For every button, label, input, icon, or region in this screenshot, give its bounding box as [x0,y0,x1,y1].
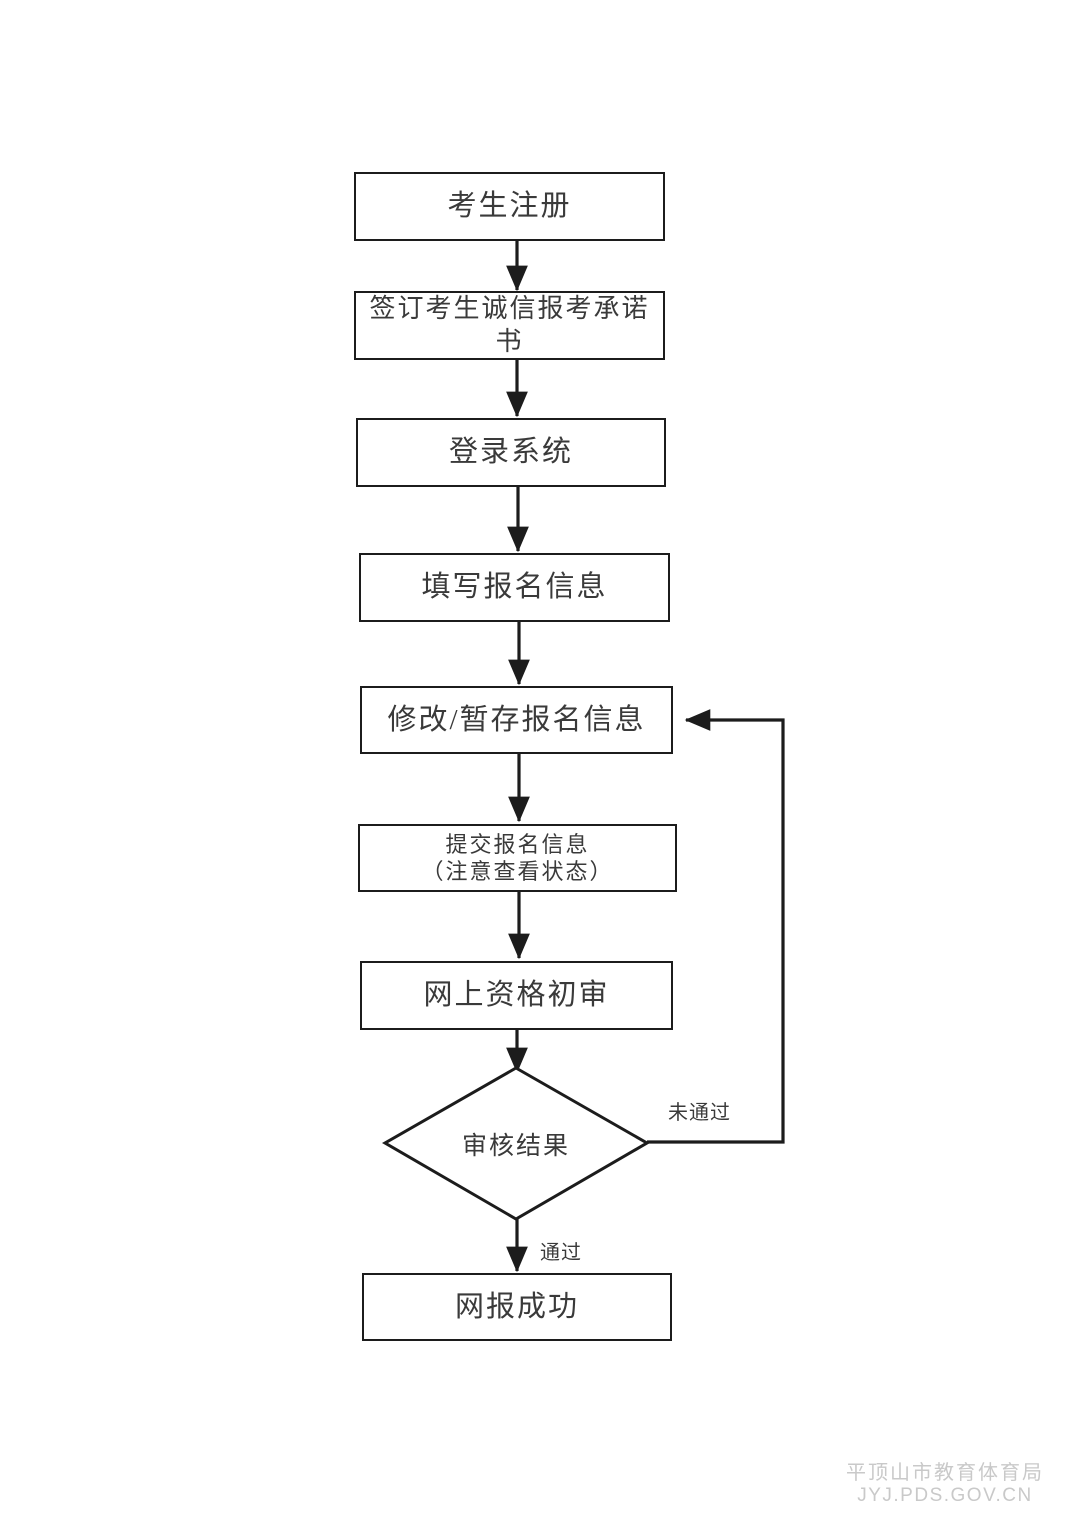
node-login-label: 登录系统 [448,436,573,469]
node-fill-info-label: 填写报名信息 [421,571,608,604]
node-commitment[interactable]: 签订考生诚信报考承诺书 [354,291,665,360]
watermark-organization: 平顶山市教育体育局 [846,1462,1044,1484]
node-review-result[interactable]: 审核结果 [385,1068,647,1220]
node-online-review-label: 网上资格初审 [423,979,610,1012]
node-fill-info[interactable]: 填写报名信息 [359,553,670,622]
node-online-review[interactable]: 网上资格初审 [360,961,673,1030]
node-edit-save-info-label: 修改/暂存报名信息 [387,703,646,736]
node-edit-save-info[interactable]: 修改/暂存报名信息 [360,686,673,754]
node-registration-label: 考生注册 [447,190,572,223]
watermark: 平顶山市教育体育局 JYJ.PDS.GOV.CN [820,1462,1070,1507]
node-review-result-label: 审核结果 [461,1133,570,1160]
edge-result-not-passed-to-edit-save [647,709,785,1144]
decision-diamond-shape [381,1066,651,1221]
watermark-url: JYJ.PDS.GOV.CN [857,1485,1033,1506]
edge-label-passed: 通过 [540,1242,582,1264]
node-commitment-label: 签订考生诚信报考承诺书 [369,294,650,356]
node-login[interactable]: 登录系统 [356,418,666,487]
node-submit-info[interactable]: 提交报名信息 （注意查看状态） [358,824,677,892]
node-submit-info-label: 提交报名信息 （注意查看状态） [421,831,614,885]
edge-label-not-passed: 未通过 [668,1102,731,1124]
node-success[interactable]: 网报成功 [362,1273,672,1341]
node-success-label: 网报成功 [454,1290,579,1323]
node-registration[interactable]: 考生注册 [354,172,665,241]
